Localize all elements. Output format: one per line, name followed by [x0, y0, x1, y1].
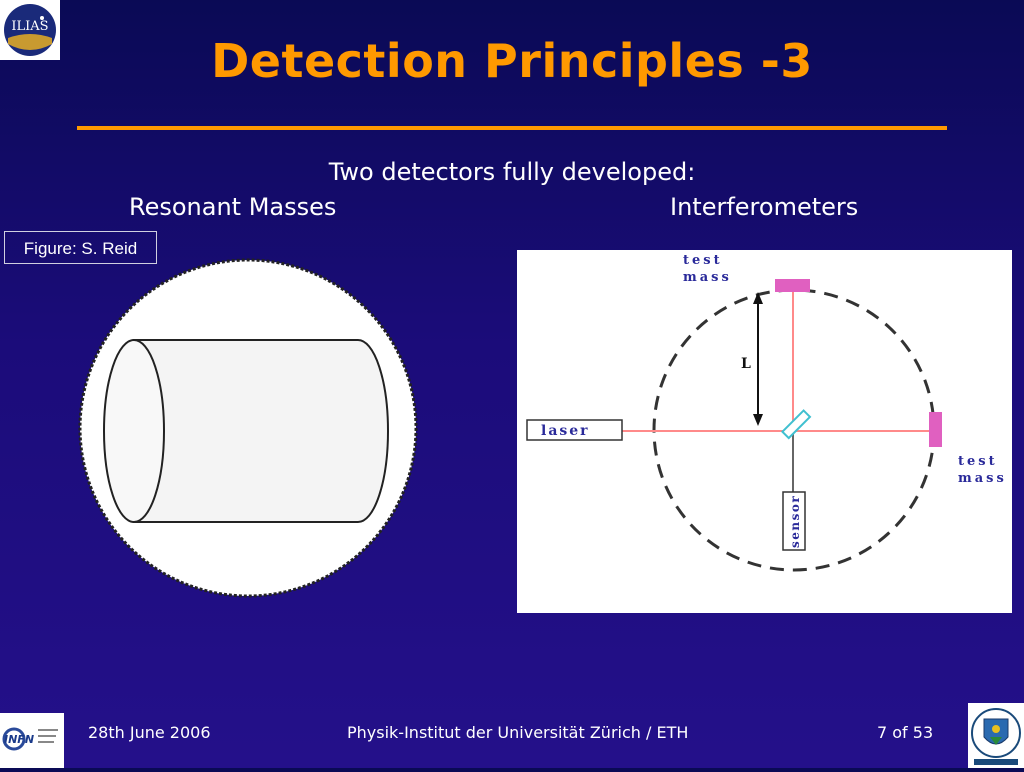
infn-logo: INFN	[0, 713, 64, 768]
footer-page-number: 7 of 53	[877, 723, 934, 742]
test-mass-right-label-line2: mass	[958, 471, 1007, 486]
arm-length-arrowhead-top	[753, 292, 763, 304]
sensor-box	[782, 491, 806, 551]
title-underline	[77, 126, 947, 130]
slide-subtitle: Two detectors fully developed:	[328, 158, 696, 186]
footer-institute: Physik-Institut der Universität Zürich /…	[347, 723, 689, 742]
arm-length-label: L	[741, 356, 751, 372]
university-seal-logo	[968, 703, 1024, 768]
ilias-logo: ILIAS	[0, 0, 60, 60]
infn-logo-text: INFN	[4, 733, 34, 746]
slide-title: Detection Principles -3	[211, 34, 813, 88]
test-mass-right	[929, 412, 942, 447]
beam-splitter	[780, 409, 812, 440]
resonant-masses-label: Resonant Masses	[129, 193, 337, 221]
arm-length-arrowhead-bottom	[753, 414, 763, 426]
cylinder-end-face	[103, 339, 165, 523]
footer-date: 28th June 2006	[88, 723, 211, 742]
ilias-logo-text: ILIAS	[11, 19, 48, 34]
test-mass-right-label-line1: test	[958, 454, 998, 469]
test-mass-top-label-line2: mass	[683, 270, 732, 285]
laser-label: laser	[541, 423, 590, 439]
figure-credit: Figure: S. Reid	[4, 231, 157, 264]
resonant-mass-figure	[78, 258, 418, 598]
interferometers-label: Interferometers	[670, 193, 859, 221]
sensor-label: sensor	[788, 495, 802, 548]
test-mass-top-label-line1: test	[683, 253, 723, 268]
laser-box	[526, 419, 623, 441]
interferometer-figure: L laser sensor test mass test mass	[517, 250, 1012, 613]
test-mass-top	[775, 279, 810, 292]
cylinder-body	[133, 339, 389, 523]
